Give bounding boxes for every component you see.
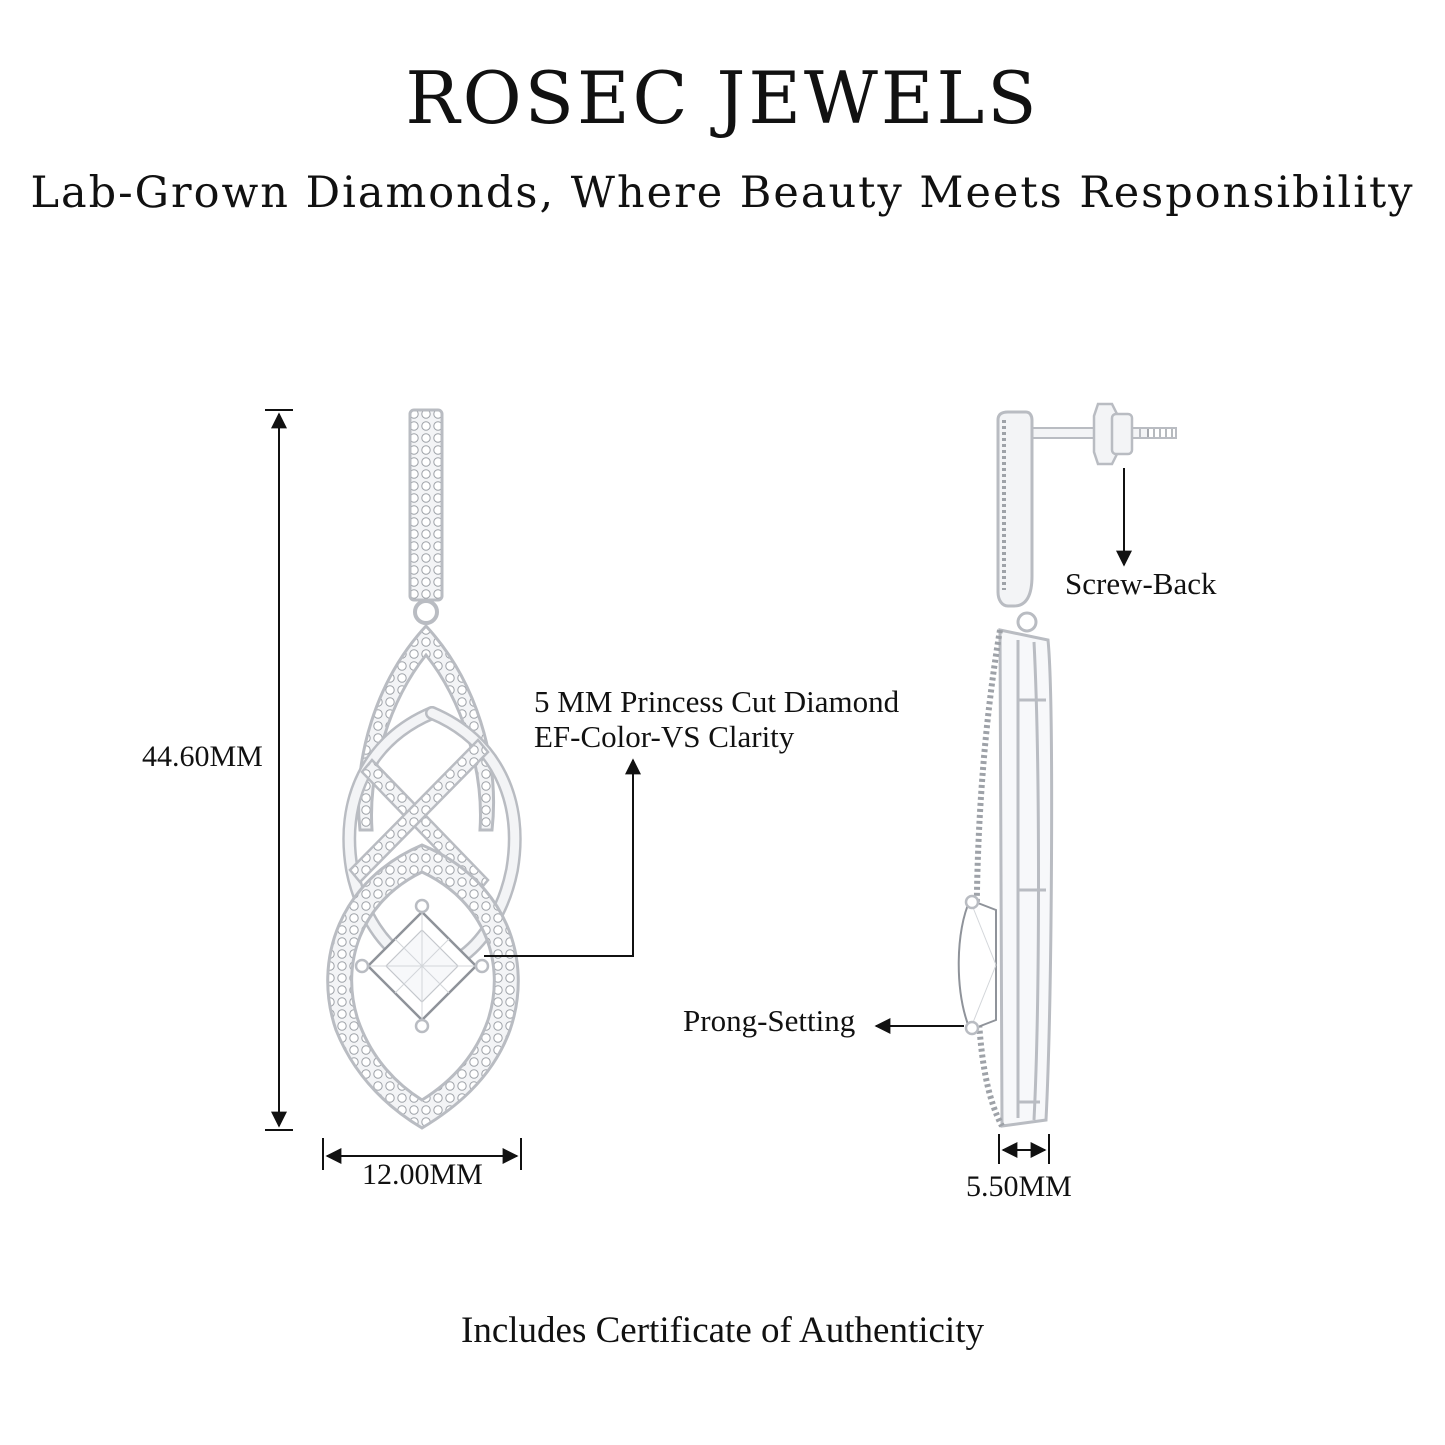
side-frame: [998, 628, 1054, 1128]
pave-band-cross-b: [348, 738, 490, 884]
prong-right: [474, 958, 490, 974]
stone-callout-line1: 5 MM Princess Cut Diamond: [534, 684, 900, 719]
tagline: Lab-Grown Diamonds, Where Beauty Meets R…: [30, 168, 1415, 218]
prong-top: [414, 898, 430, 914]
height-dimension: [265, 409, 293, 1131]
height-dimension-label: 44.60MM: [142, 740, 263, 773]
screw-back-label: Screw-Back: [1065, 566, 1217, 601]
depth-dimension: [998, 1134, 1050, 1164]
screw-thread: [1139, 427, 1177, 439]
side-bar: [996, 410, 1034, 608]
princess-cut-diamond: [354, 898, 490, 1034]
width-dimension: [322, 1138, 522, 1170]
width-dimension-label: 12.00MM: [362, 1158, 483, 1191]
stone-callout-leader: [484, 758, 641, 957]
metal-swirl-left: [344, 708, 437, 960]
prong-left: [354, 958, 370, 974]
stone-callout-line2: EF-Color-VS Clarity: [534, 719, 795, 754]
pave-bar: [408, 408, 444, 602]
certificate-note: Includes Certificate of Authenticity: [461, 1310, 984, 1351]
connector-ring: [413, 599, 439, 625]
side-view-earring: [957, 402, 1177, 1128]
depth-dimension-label: 5.50MM: [966, 1170, 1072, 1203]
side-connector: [1016, 611, 1038, 633]
prong-setting-label: Prong-Setting: [683, 1003, 856, 1038]
side-pave-edge: [973, 629, 1005, 1128]
front-view-earring: [326, 408, 522, 1130]
side-view-stone: [957, 894, 997, 1036]
prong-bottom: [414, 1018, 430, 1034]
stone-callout: 5 MM Princess Cut Diamond EF-Color-VS Cl…: [534, 684, 899, 754]
brand-title: ROSEC JEWELS: [405, 56, 1040, 140]
